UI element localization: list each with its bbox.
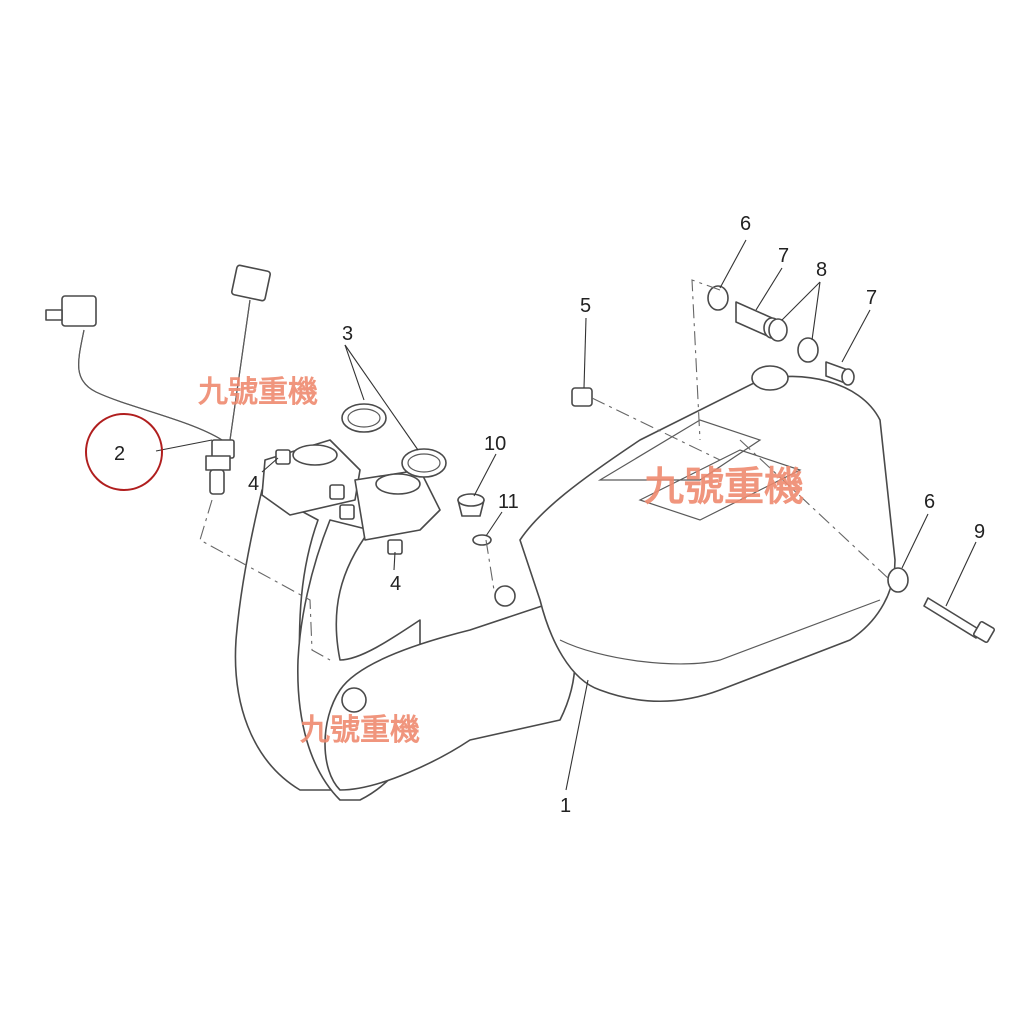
callout-3: 3 <box>342 323 353 345</box>
callout-7-left: 7 <box>778 245 789 267</box>
callout-4-lower: 4 <box>390 573 401 595</box>
leader-lines <box>155 239 977 791</box>
callout-labels: 1 2 3 4 4 5 6 6 7 7 8 9 10 11 <box>114 213 985 817</box>
callout-4-upper: 4 <box>248 473 259 495</box>
callout-9: 9 <box>974 521 985 543</box>
callout-1: 1 <box>560 795 571 817</box>
watermarks: 九號重機 九號重機 九號重機 <box>198 375 804 748</box>
callout-11: 11 <box>498 491 519 513</box>
callout-7-right: 7 <box>866 287 877 309</box>
assembly-lines <box>199 279 891 661</box>
callout-5: 5 <box>580 295 591 317</box>
highlight-circle <box>85 413 163 491</box>
callout-8: 8 <box>816 259 827 281</box>
gaskets <box>341 403 447 478</box>
nuts <box>275 449 403 555</box>
watermark-3: 九號重機 <box>300 713 420 748</box>
callout-2: 2 <box>114 443 125 465</box>
oxygen-sensor-part <box>45 264 271 495</box>
hardware <box>457 285 995 643</box>
watermark-1: 九號重機 <box>198 375 318 410</box>
callout-10: 10 <box>484 433 506 455</box>
watermark-2: 九號重機 <box>644 464 804 510</box>
callout-6-top: 6 <box>740 213 751 235</box>
callout-6-right: 6 <box>924 491 935 513</box>
muffler-assembly <box>324 365 896 791</box>
